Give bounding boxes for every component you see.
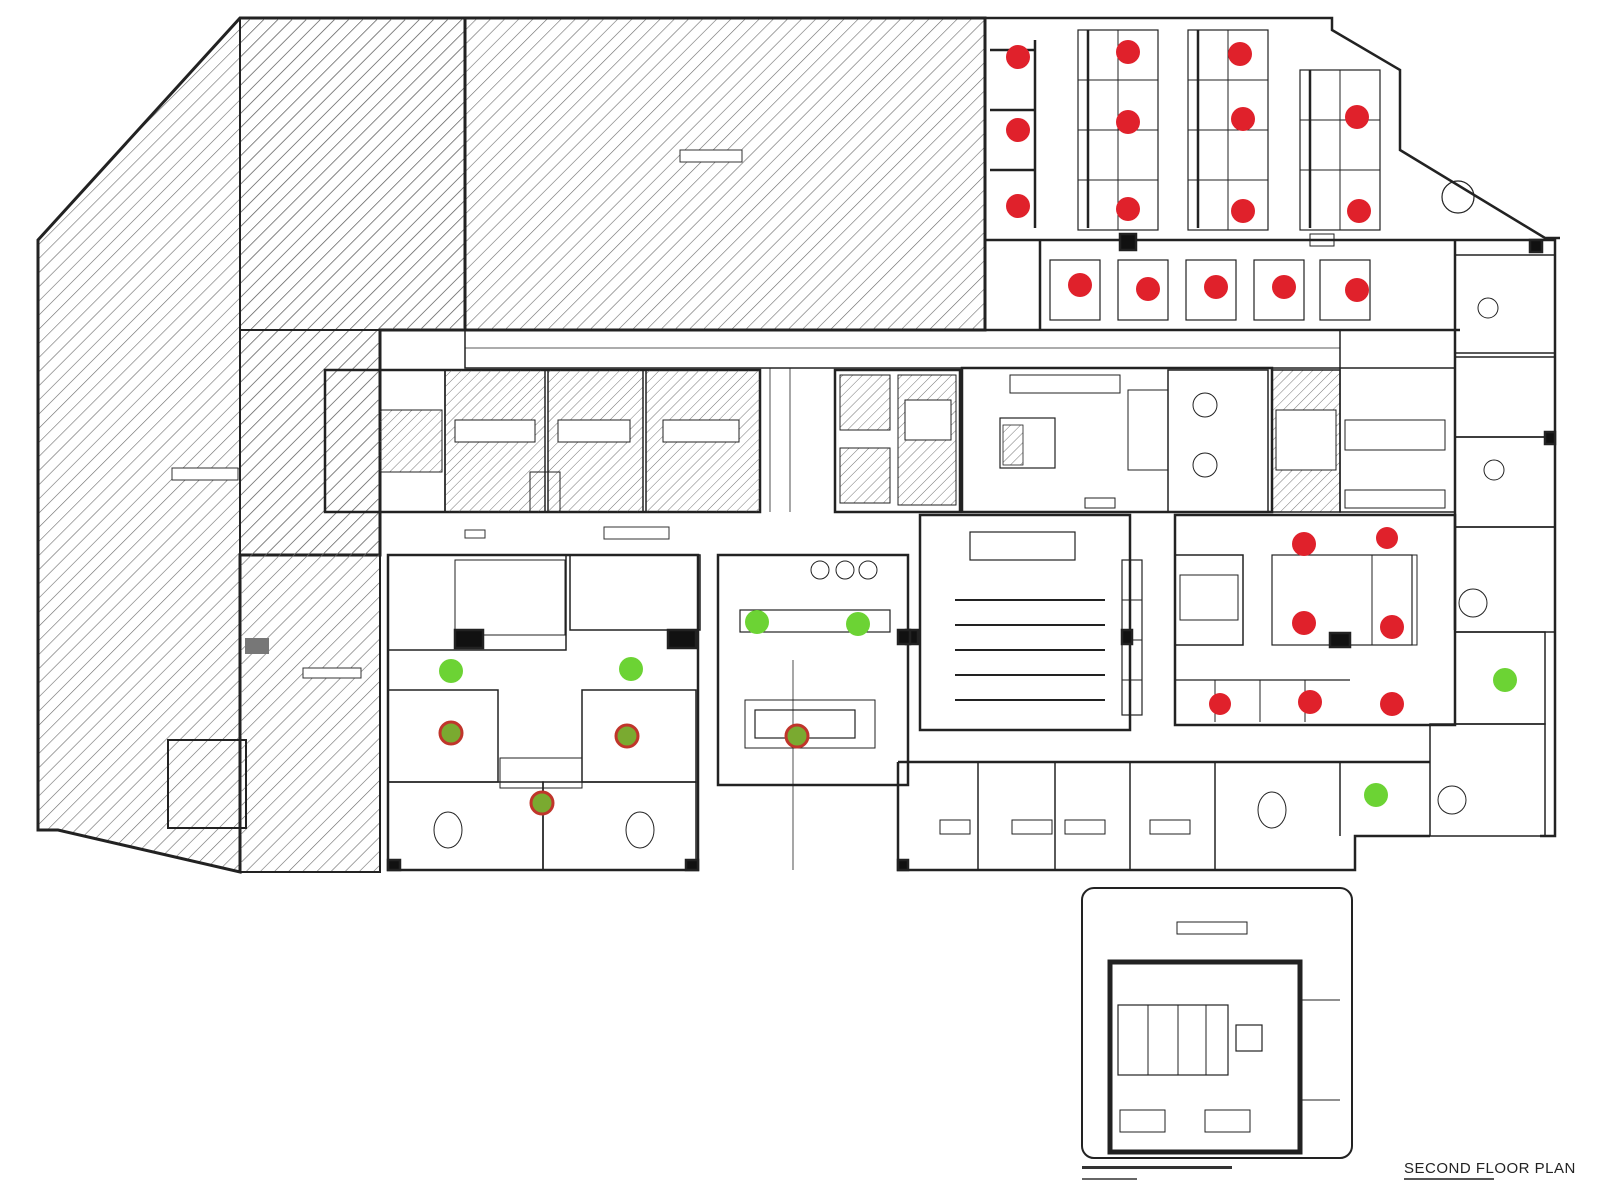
south-west-offices (386, 553, 701, 872)
marker-red (1272, 275, 1296, 299)
inset-plan-subtitle-bar (1082, 1178, 1137, 1183)
marker-green (745, 610, 769, 634)
marker-green (1364, 783, 1388, 807)
marker-red (1116, 197, 1140, 221)
marker-red (1376, 527, 1398, 549)
marker-red (1380, 692, 1404, 716)
south-east-offices (896, 760, 1430, 872)
hatched-shell-north (463, 16, 987, 332)
marker-red (1068, 273, 1092, 297)
marker-red (1347, 199, 1371, 223)
inset-plan-title-bar (1082, 1166, 1232, 1175)
central-core (323, 329, 1341, 514)
marker-red (1345, 105, 1369, 129)
marker-red (1209, 693, 1231, 715)
marker-red (1204, 275, 1228, 299)
marker-red (1006, 118, 1030, 142)
marker-green (1493, 668, 1517, 692)
room-tag (603, 526, 670, 540)
marker-green-red-ring (784, 723, 810, 749)
marker-green (619, 657, 643, 681)
marker-red (1292, 611, 1316, 635)
ringed-markers (438, 720, 810, 816)
marker-red (1116, 40, 1140, 64)
column-mark (245, 638, 269, 654)
marker-green-red-ring (438, 720, 464, 746)
marker-red (1298, 690, 1322, 714)
room-tag (171, 467, 239, 481)
open-office-central-east (1173, 513, 1457, 727)
marker-green-red-ring (529, 790, 555, 816)
floor-plan-title: SECOND FLOOR PLAN (1404, 1160, 1576, 1177)
green-markers (439, 610, 1517, 807)
reception-kitchen-zone (960, 366, 1456, 514)
room-tag (464, 529, 486, 539)
marker-red (1136, 277, 1160, 301)
south-central-reception (716, 553, 912, 870)
marker-red (1292, 532, 1316, 556)
red-markers (1006, 40, 1404, 716)
marker-red (1231, 199, 1255, 223)
marker-red (1006, 194, 1030, 218)
floor-plan-subtitle-bar (1404, 1178, 1494, 1184)
marker-green (846, 612, 870, 636)
stair-shaft (167, 739, 247, 829)
marker-red (1228, 42, 1252, 66)
marker-red (1380, 615, 1404, 639)
marker-green (439, 659, 463, 683)
marker-red (1231, 107, 1255, 131)
room-tag (302, 667, 362, 679)
marker-green-red-ring (614, 723, 640, 749)
training-room (904, 513, 1143, 732)
east-offices (1429, 238, 1557, 838)
marker-red (1006, 45, 1030, 69)
marker-red (1345, 278, 1369, 302)
hatched-shell-west (36, 16, 467, 874)
marker-red (1116, 110, 1140, 134)
enlarged-inset-plan (1081, 887, 1353, 1159)
